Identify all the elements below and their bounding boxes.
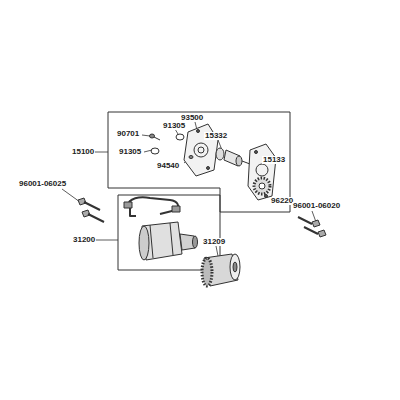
callout-number: 31209: [202, 238, 226, 246]
callout-number: 94540: [156, 162, 180, 170]
idle-gear: [254, 178, 270, 194]
callout-number: 90701: [116, 130, 140, 138]
group-outline: [108, 112, 290, 212]
callout-number: 15332: [204, 132, 228, 140]
callout-number: 91305: [118, 148, 142, 156]
gear-plate: [248, 144, 276, 200]
leader-lines: [62, 122, 316, 256]
starter-clutch: [202, 254, 240, 286]
callout-number: 96220: [270, 197, 294, 205]
starter-motor: [124, 197, 198, 260]
bearing: [216, 148, 224, 160]
o-ring: [176, 134, 184, 140]
callout-number: 15100: [71, 148, 95, 156]
callout-number: 15133: [262, 156, 286, 164]
callout-number: 96001-06020: [292, 202, 341, 210]
o-ring: [151, 148, 159, 154]
callout-number: 93500: [180, 114, 204, 122]
bolt: [298, 217, 326, 237]
callout-number: 91305: [162, 122, 186, 130]
callout-number: 96001-06025: [18, 180, 67, 188]
bolt: [78, 198, 104, 222]
callout-number: 31200: [72, 236, 96, 244]
screw: [150, 134, 161, 140]
idle-shaft: [224, 150, 250, 166]
screw: [189, 156, 193, 159]
